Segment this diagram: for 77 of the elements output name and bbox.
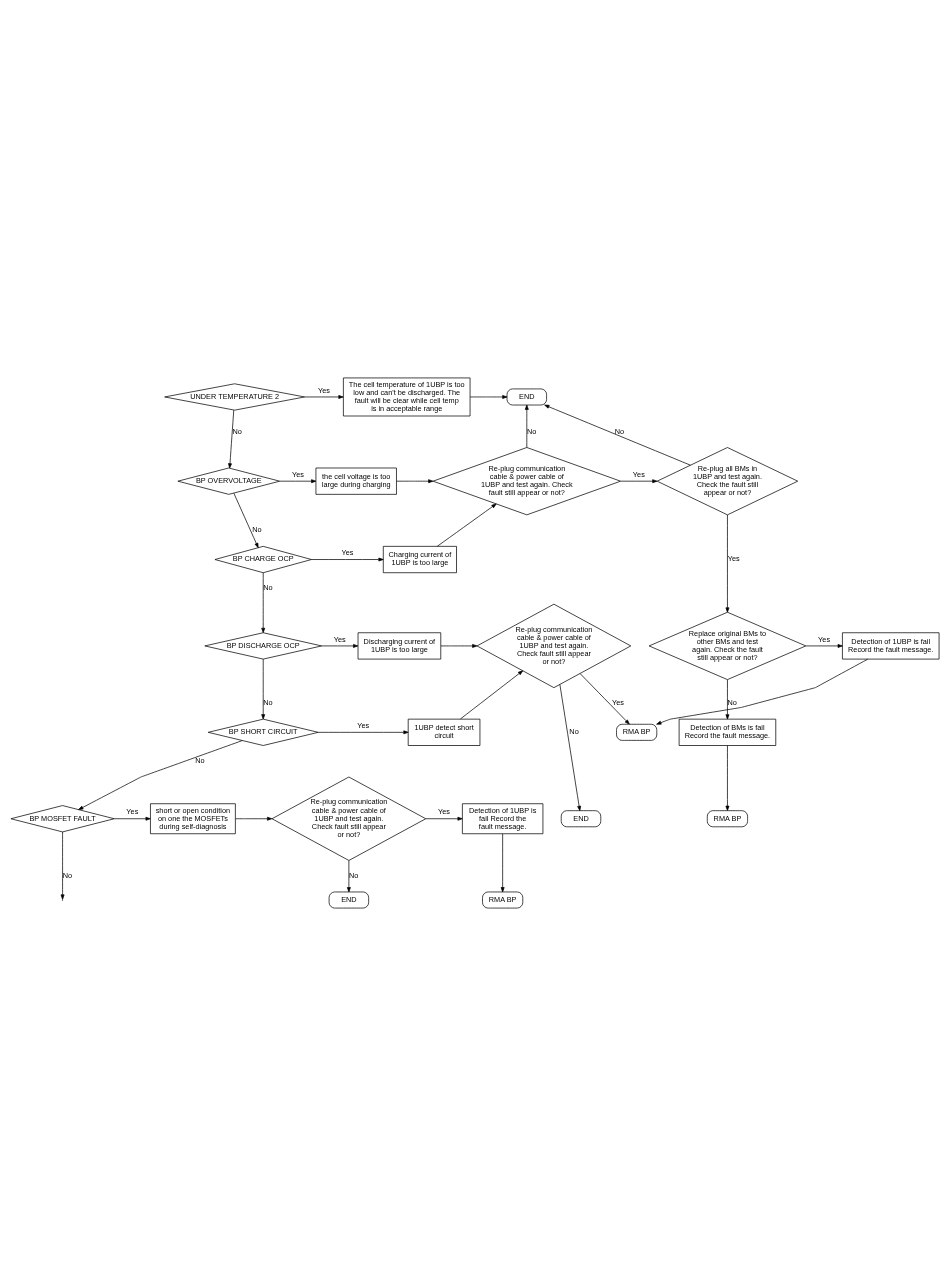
arrow bbox=[311, 557, 384, 562]
edge-label: Yes bbox=[341, 548, 354, 558]
arrow bbox=[620, 479, 658, 484]
arrow bbox=[500, 833, 505, 893]
node-box: Charging current of 1UBP is too large bbox=[382, 545, 457, 574]
node-diamond: UNDER TEMPERATURE 2 bbox=[164, 383, 305, 411]
edge-label: Yes bbox=[632, 469, 645, 479]
arrow bbox=[725, 514, 730, 613]
arrow bbox=[317, 730, 409, 735]
node-diamond: BP OVERVOLTAGE bbox=[177, 467, 281, 495]
node-box: RMA BP bbox=[616, 723, 658, 741]
arrow bbox=[304, 395, 344, 399]
arrow bbox=[579, 673, 630, 725]
node-box: END bbox=[506, 388, 547, 406]
arrow bbox=[656, 658, 869, 725]
node-box: short or open condition on one the MOSFETs during self-diagnosis bbox=[150, 803, 236, 835]
arrow bbox=[436, 503, 497, 547]
arrow bbox=[235, 816, 273, 821]
arrow bbox=[261, 572, 266, 633]
edge-label: Yes bbox=[727, 554, 740, 564]
edge-label: Yes bbox=[126, 807, 139, 817]
edge-label: No bbox=[614, 426, 625, 436]
arrow bbox=[559, 684, 582, 811]
edge-label: No bbox=[62, 871, 73, 881]
edge-label: Yes bbox=[333, 634, 346, 644]
node-box: the cell voltage is too large during charging bbox=[315, 467, 397, 495]
edge-label: Yes bbox=[612, 698, 624, 708]
arrow bbox=[261, 658, 266, 720]
node-box: Detection of 1UBP is fail Record the fault message. bbox=[462, 803, 544, 835]
node-diamond: Re-plug communication cable & power cable of 1UBP and test again. Check fault still appear or not? bbox=[432, 447, 621, 516]
edge-label: No bbox=[348, 871, 359, 881]
arrow bbox=[78, 740, 243, 810]
node-box: Detection of 1UBP is fail Record the fault message. bbox=[842, 632, 940, 660]
edge-label: No bbox=[232, 426, 242, 436]
arrow bbox=[346, 860, 351, 893]
edge-label: No bbox=[526, 426, 537, 436]
edge-label: Yes bbox=[291, 469, 304, 479]
arrow bbox=[725, 679, 730, 720]
arrow bbox=[425, 816, 463, 821]
node-diamond: Re-plug all BMs in 1UBP and test again. Check the fault still appear or not? bbox=[656, 447, 799, 516]
node-box: RMA BP bbox=[482, 891, 524, 909]
node-diamond: Replace original BMs to other BMs and test again. Check the fault still appear or not? bbox=[648, 611, 807, 680]
edge-label: Yes bbox=[318, 385, 330, 395]
node-box: The cell temperature of 1UBP is too low and can't be discharged. The fault will be clear while cell temp is in acceptable range bbox=[343, 377, 471, 417]
arrow bbox=[524, 404, 529, 448]
node-box: END bbox=[560, 810, 602, 828]
node-box: 1UBP detect short circuit bbox=[407, 718, 481, 746]
edge-label: Yes bbox=[438, 807, 451, 817]
arrow bbox=[233, 492, 259, 548]
arrow bbox=[440, 644, 478, 648]
arrow bbox=[321, 644, 359, 648]
node-box: RMA BP bbox=[706, 810, 748, 828]
node-box: Discharging current of 1UBP is too large bbox=[357, 632, 442, 660]
arrow bbox=[113, 816, 151, 821]
arrow bbox=[396, 479, 434, 484]
arrow bbox=[279, 479, 317, 484]
edge-label: No bbox=[252, 525, 262, 535]
node-diamond: BP SHORT CIRCUIT bbox=[207, 718, 319, 746]
edge-label: Yes bbox=[357, 720, 370, 730]
edge-label: Yes bbox=[818, 634, 831, 644]
arrow bbox=[544, 404, 691, 466]
node-box: END bbox=[328, 891, 369, 909]
arrow bbox=[805, 644, 843, 648]
edge-label: No bbox=[569, 727, 579, 737]
arrow bbox=[469, 395, 508, 399]
edge-label: No bbox=[727, 698, 737, 708]
arrow bbox=[228, 409, 235, 469]
node-diamond: BP CHARGE OCP bbox=[214, 545, 312, 574]
arrow bbox=[725, 745, 730, 811]
edge-label: No bbox=[195, 756, 205, 766]
node-diamond: Re-plug communication cable & power cable of 1UBP and test again. Check fault still appear or not? bbox=[476, 603, 632, 689]
edge-label: No bbox=[263, 583, 273, 593]
edge-label: No bbox=[263, 698, 273, 708]
node-diamond: BP DISCHARGE OCP bbox=[204, 632, 322, 660]
node-diamond: Re-plug communication cable & power cable of 1UBP and test again. Check fault still appear or not? bbox=[271, 776, 427, 861]
node-box: Detection of BMs is fail Record the fault message. bbox=[678, 718, 777, 746]
arrow bbox=[460, 670, 524, 720]
